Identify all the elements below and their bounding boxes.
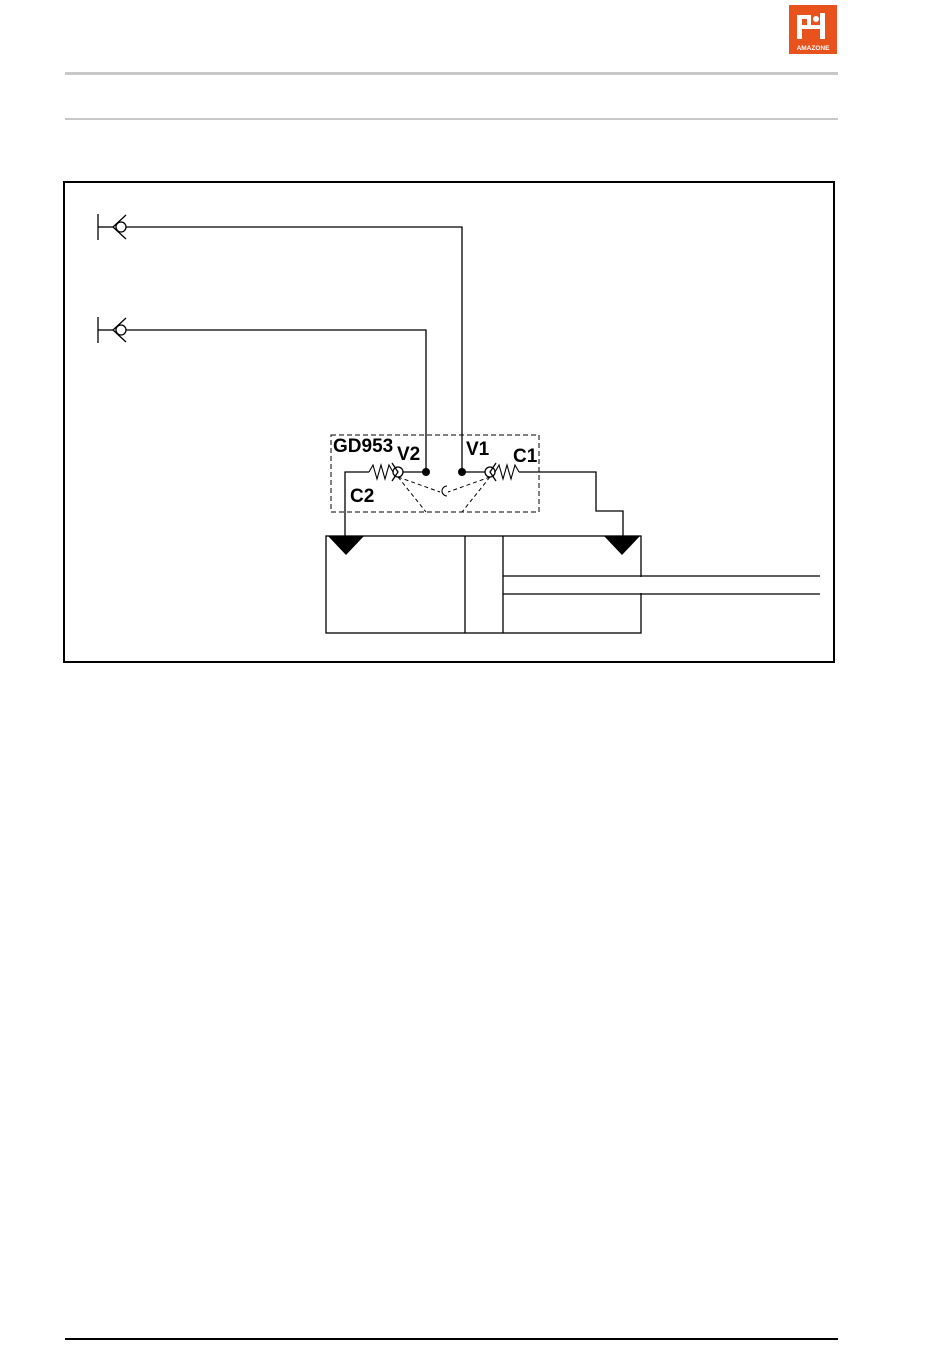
label-c2: C2	[350, 486, 374, 507]
line-c1	[519, 472, 623, 541]
diagram-frame	[64, 182, 834, 662]
cylinder-body	[326, 536, 641, 633]
label-valve-id: GD953	[333, 436, 393, 457]
label-c1: C1	[513, 446, 538, 467]
quick-coupler-1-icon	[98, 214, 126, 240]
label-v1: V1	[466, 439, 490, 460]
footer-rule	[65, 1338, 838, 1340]
port-triangle-c2-icon	[328, 536, 364, 555]
pilot-piston-icon	[442, 486, 447, 496]
spring-c2-icon	[369, 465, 393, 479]
quick-coupler-2-icon	[98, 317, 126, 343]
label-v2: V2	[397, 444, 420, 465]
hydraulic-diagram: GD953 V2 V1 C1 C2	[0, 0, 950, 700]
rod-gap	[636, 577, 646, 593]
port-triangle-c1-icon	[604, 536, 640, 555]
spring-c1-icon	[495, 465, 519, 479]
